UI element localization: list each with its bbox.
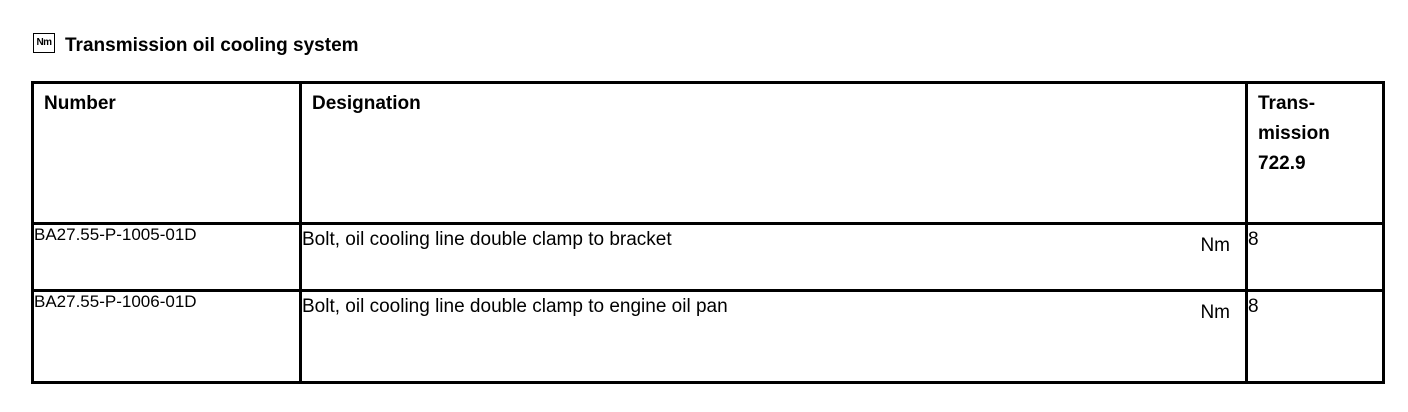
table-header-row: Number Designation Trans- mission 722.9 bbox=[31, 81, 1385, 225]
table-row: BA27.55-P-1006-01D Bolt, oil cooling lin… bbox=[31, 289, 1385, 384]
unit-label: Nm bbox=[1200, 302, 1230, 323]
part-number-cell: BA27.55-P-1005-01D bbox=[31, 222, 302, 292]
designation-text: Bolt, oil cooling line double clamp to e… bbox=[302, 296, 728, 317]
column-header-number: Number bbox=[31, 81, 302, 225]
column-header-transmission: Trans- mission 722.9 bbox=[1245, 81, 1385, 225]
torque-nm-icon: Nm bbox=[33, 33, 55, 53]
designation-cell: Bolt, oil cooling line double clamp to e… bbox=[299, 289, 1248, 384]
section-title: Transmission oil cooling system bbox=[65, 35, 359, 56]
designation-text: Bolt, oil cooling line double clamp to b… bbox=[302, 229, 672, 250]
torque-value-cell: 8 bbox=[1245, 289, 1385, 384]
column-header-transmission-line-2: mission bbox=[1258, 123, 1330, 144]
part-number-cell: BA27.55-P-1006-01D bbox=[31, 289, 302, 384]
unit-label: Nm bbox=[1200, 235, 1230, 256]
column-header-designation: Designation bbox=[299, 81, 1248, 225]
column-header-transmission-line-1: Trans- bbox=[1258, 93, 1316, 114]
designation-cell: Bolt, oil cooling line double clamp to b… bbox=[299, 222, 1248, 292]
section-heading: Nm Transmission oil cooling system bbox=[33, 33, 359, 58]
table-row: BA27.55-P-1005-01D Bolt, oil cooling lin… bbox=[31, 222, 1385, 292]
column-header-transmission-line-3: 722.9 bbox=[1258, 153, 1306, 174]
torque-value-cell: 8 bbox=[1245, 222, 1385, 292]
torque-spec-table: Number Designation Trans- mission 722.9 … bbox=[31, 81, 1385, 384]
